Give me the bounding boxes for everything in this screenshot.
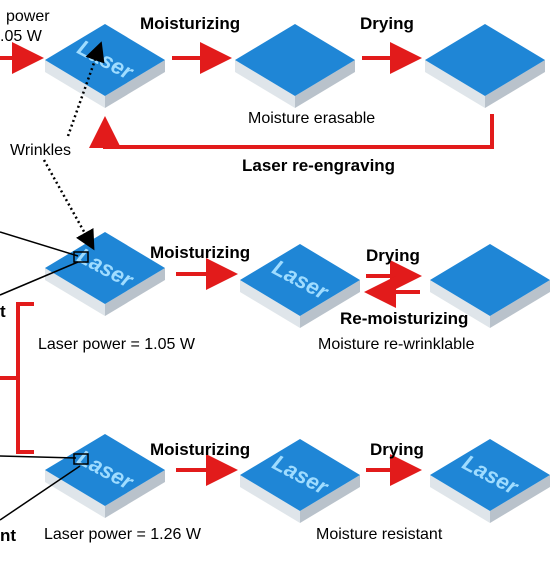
tile-top-face (430, 244, 550, 316)
tile-right-face (490, 280, 550, 328)
callout-box-row3 (73, 453, 89, 465)
row1-moisturizing-label: Moisturizing (140, 14, 241, 33)
wrinkles-label: Wrinkles (10, 142, 72, 159)
tile-left-face (240, 280, 300, 328)
row2-left-fragment-label: t (0, 302, 6, 321)
row1-drying-label: Drying (360, 14, 414, 33)
row2-drying-label: Drying (366, 246, 420, 265)
moisture-resistant-label: Moisture resistant (316, 526, 443, 543)
wrinkles-pointer-bottom (42, 159, 95, 251)
callout-line-row3-lower (0, 465, 81, 521)
arrow-laser-reengraving (89, 114, 494, 149)
tile-right-face (105, 470, 165, 518)
tile-row1-laser: Laser (45, 24, 165, 108)
tile-right-face (485, 60, 545, 108)
remoisturizing-label: Re-moisturizing (340, 309, 469, 328)
tile-row2-laser: Laser (45, 232, 165, 316)
moisture-rewrinklable-label: Moisture re-wrinklable (318, 336, 475, 353)
row2-moisturizing-label: Moisturizing (150, 243, 251, 262)
tile-row3-laser: Laser (45, 434, 165, 518)
tile-top-face (45, 232, 165, 304)
wrinkles-pointer-top (66, 41, 105, 137)
callout-line-row2-lower (0, 261, 79, 296)
tile-right-face (295, 60, 355, 108)
row2-power-label: Laser power = 1.05 W (38, 336, 195, 353)
tile-top-face (430, 439, 550, 511)
tile-top-face (45, 434, 165, 506)
tile-right-face (300, 280, 360, 328)
callout-line-row2-upper (0, 231, 79, 257)
tile-row3-moisturized: Laser (240, 439, 360, 523)
red-bracket (0, 302, 34, 454)
tile-row2-dried (430, 244, 550, 328)
tile-left-face (45, 268, 105, 316)
tile-row2-moisturized: Laser (240, 244, 360, 328)
tile-left-face (430, 280, 490, 328)
tile-row3-dried: Laser (430, 439, 550, 523)
tile-left-face (240, 475, 300, 523)
row3-moisturizing-label: Moisturizing (150, 440, 251, 459)
tile-right-face (105, 268, 165, 316)
tile-top-face (425, 24, 545, 96)
callout-line-row3-upper (0, 455, 77, 459)
power-fragment-label: power (6, 8, 50, 25)
row3-left-fragment-label: nt (0, 526, 17, 545)
tile-left-face (235, 60, 295, 108)
tile-top-face (45, 24, 165, 96)
tile-top-face (240, 244, 360, 316)
tile-left-face (45, 60, 105, 108)
tile-left-face (45, 470, 105, 518)
callout-box-row2 (73, 251, 89, 263)
moisture-erasable-label: Moisture erasable (248, 110, 376, 127)
tile-row1-dried (425, 24, 545, 108)
tile-right-face (490, 475, 550, 523)
tile-right-face (105, 60, 165, 108)
tile-top-face (240, 439, 360, 511)
tile-right-face (300, 475, 360, 523)
tile-top-face (235, 24, 355, 96)
laser-reengraving-label: Laser re-engraving (242, 156, 396, 175)
tile-left-face (430, 475, 490, 523)
power-value-fragment-label: .05 W (0, 28, 42, 45)
row3-power-label: Laser power = 1.26 W (44, 526, 201, 543)
tile-left-face (425, 60, 485, 108)
row3-drying-label: Drying (370, 440, 424, 459)
tile-row1-moisturized (235, 24, 355, 108)
